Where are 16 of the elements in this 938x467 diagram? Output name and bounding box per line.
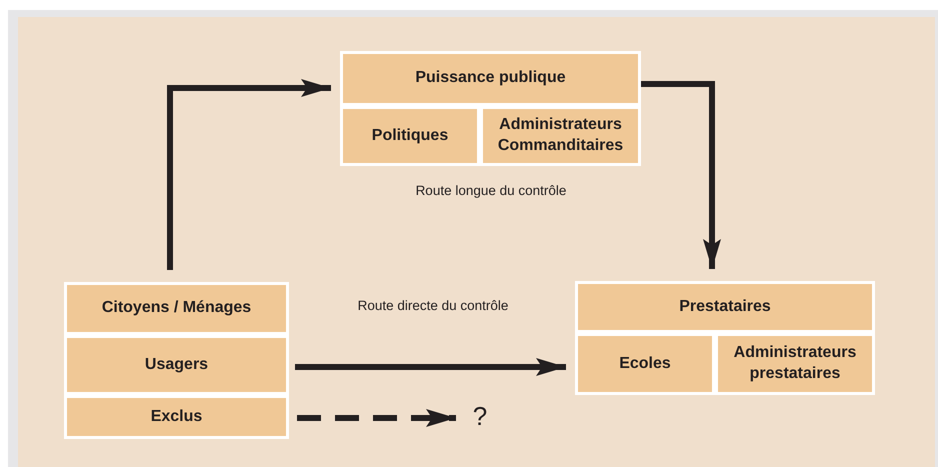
arrow [167,79,331,270]
arrow [641,81,721,269]
label-box: Exclus [64,395,289,439]
label-box: Citoyens / Ménages [64,282,289,335]
route-label: Route directe du contrôle [358,298,508,313]
label-box: Administrateurs prestataires [715,333,875,395]
route-label: Route longue du contrôle [416,183,566,198]
label-box: Usagers [64,335,289,395]
label-box: Prestataires [575,281,875,333]
label-box: Puissance publique [340,51,641,106]
label-box: Politiques [340,106,480,166]
arrow [295,358,566,376]
label-box: Administrateurs Commanditaires [480,106,641,166]
question-mark: ? [462,396,498,438]
dashed-arrow [297,409,456,427]
label-box: Ecoles [575,333,715,395]
